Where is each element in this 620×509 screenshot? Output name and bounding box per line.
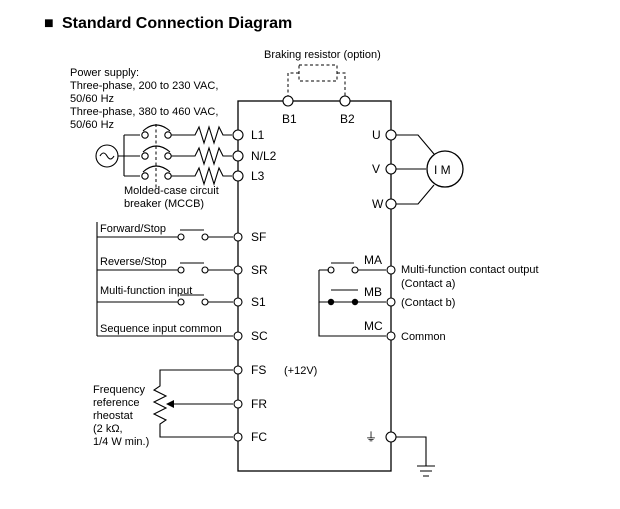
terminal-v <box>385 163 397 175</box>
rheostat-label-line-4: (2 kΩ, <box>93 423 123 435</box>
terminal-l1-label: L1 <box>251 128 265 142</box>
terminal-s1-label: S1 <box>251 295 266 309</box>
terminal-w-label: W <box>372 197 384 211</box>
terminal-l1 <box>232 129 244 141</box>
terminal-fr <box>233 399 243 409</box>
terminal-fc <box>233 432 243 442</box>
relay-common-wire <box>318 270 327 303</box>
rheostat-wiper-arrow-icon <box>166 400 174 408</box>
title-bullet: ■ <box>44 15 54 32</box>
terminal-sf-label: SF <box>251 230 266 244</box>
reverse-stop-input: Reverse/Stop <box>97 256 233 274</box>
power-supply-line-2: Three-phase, 200 to 230 VAC, <box>70 80 218 92</box>
power-supply-line-3: 50/60 Hz <box>70 93 114 105</box>
braking-resistor-label: Braking resistor (option) <box>264 49 381 61</box>
terminal-fs-label: FS <box>251 363 266 377</box>
earth-ground-icon <box>396 436 435 477</box>
contact-ma <box>319 262 386 274</box>
forward-stop-label: Forward/Stop <box>100 223 166 235</box>
rheostat-icon <box>152 369 233 438</box>
terminal-b1-label: B1 <box>282 112 297 126</box>
inverter-body <box>237 100 392 472</box>
power-supply-line-5: 50/60 Hz <box>70 119 114 131</box>
terminal-fc-label: FC <box>251 430 267 444</box>
rheostat-label-line-2: reference <box>93 397 139 409</box>
rheostat-label-line-1: Frequency <box>93 384 145 396</box>
terminal-sf <box>233 232 243 242</box>
rheostat-label-line-3: rheostat <box>93 410 133 422</box>
terminal-sr-label: SR <box>251 263 268 277</box>
motor-label: I M <box>434 163 451 177</box>
ground-icon: ⏚ <box>365 430 377 444</box>
motor-icon <box>426 150 464 188</box>
terminal-u <box>385 129 397 141</box>
terminal-w <box>385 198 397 210</box>
contact-mc-wire <box>318 302 386 337</box>
terminal-sr <box>233 265 243 275</box>
contact-mb <box>327 289 386 306</box>
forward-stop-input: Forward/Stop <box>97 223 233 241</box>
mccb-label-line-1: Molded-case circuit <box>124 185 219 197</box>
terminal-mc <box>386 331 396 341</box>
ac-source-wires <box>118 134 140 177</box>
terminal-fs <box>233 365 243 375</box>
terminal-b2 <box>339 95 351 107</box>
terminal-s1 <box>233 297 243 307</box>
terminal-mb-label: MB <box>364 285 382 299</box>
mccb-line-2 <box>141 145 232 166</box>
terminal-ground <box>385 431 397 443</box>
sequence-input-common-label: Sequence input common <box>100 323 222 335</box>
output-ma-label-line-2: (Contact a) <box>401 278 455 290</box>
terminal-fr-label: FR <box>251 397 267 411</box>
terminal-b1 <box>282 95 294 107</box>
terminal-sc <box>233 331 243 341</box>
sine-wave-icon <box>99 152 115 160</box>
terminal-ma <box>386 265 396 275</box>
output-ma-label-line-1: Multi-function contact output <box>401 264 539 276</box>
output-mc-label: Common <box>401 331 446 343</box>
page-title: Standard Connection Diagram <box>62 15 292 32</box>
terminal-l3 <box>232 170 244 182</box>
output-mb-label: (Contact b) <box>401 297 455 309</box>
multi-function-input-label: Multi-function input <box>100 285 192 297</box>
terminal-l3-label: L3 <box>251 169 265 183</box>
braking-resistor <box>298 64 338 82</box>
terminal-mb <box>386 297 396 307</box>
power-supply-line-1: Power supply: <box>70 67 139 79</box>
terminal-l2 <box>232 150 244 162</box>
braking-resistor-wires <box>287 72 346 96</box>
power-supply-line-4: Three-phase, 380 to 460 VAC, <box>70 106 218 118</box>
terminal-ma-label: MA <box>364 253 382 267</box>
multi-function-input: Multi-function input <box>97 285 233 306</box>
mccb-line-1 <box>141 124 232 145</box>
terminal-u-label: U <box>372 128 381 142</box>
mccb-line-3 <box>141 165 232 186</box>
motor-wires <box>396 134 435 205</box>
reverse-stop-label: Reverse/Stop <box>100 256 167 268</box>
fs-voltage-label: (+12V) <box>284 365 317 377</box>
sequence-input-common: Sequence input common <box>97 323 233 337</box>
terminal-mc-label: MC <box>364 319 383 333</box>
terminal-b2-label: B2 <box>340 112 355 126</box>
rheostat-label-line-5: 1/4 W min.) <box>93 436 149 448</box>
terminal-sc-label: SC <box>251 329 268 343</box>
terminal-v-label: V <box>372 162 380 176</box>
terminal-l2-label: N/L2 <box>251 149 277 163</box>
mccb-label-line-2: breaker (MCCB) <box>124 198 204 210</box>
